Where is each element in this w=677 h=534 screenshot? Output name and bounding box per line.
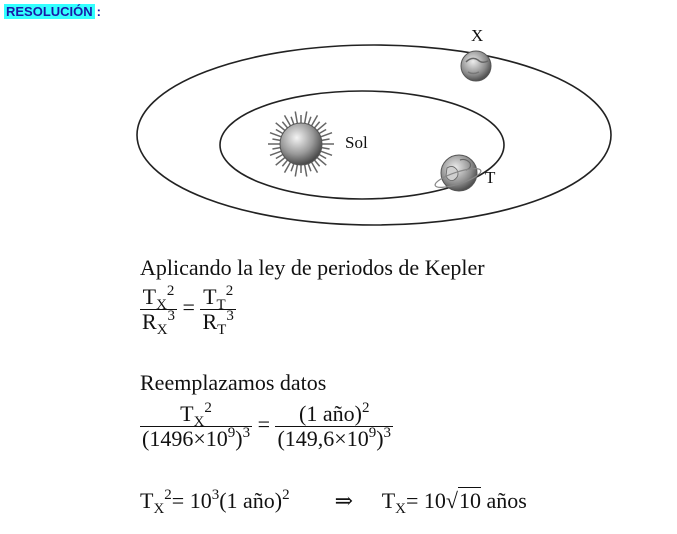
outer-orbit	[136, 44, 612, 226]
earth-icon	[434, 154, 482, 192]
fraction-left: TX2 (1496×109)3	[140, 400, 253, 452]
planet-x-label: X	[471, 26, 483, 45]
substituted-equation: TX2 (1496×109)3 = (1 año)2 (149,6×109)3	[140, 400, 394, 452]
fraction-right: (1 año)2 (149,6×109)3	[275, 400, 394, 452]
units-label: años	[486, 488, 527, 513]
equals-sign-2: =	[257, 411, 270, 437]
replace-data-line: Reemplazamos datos	[140, 370, 327, 395]
kepler-law-equation: TX2 RX3 = TT2 RT3	[140, 283, 236, 339]
sqrt-symbol: √	[445, 488, 458, 513]
kepler-intro-line: Aplicando la ley de periodos de Kepler	[140, 255, 485, 280]
resolution-header: RESOLUCIÓN:	[4, 4, 101, 19]
result-rhs: 103(1 año)2	[189, 487, 290, 514]
result-lhs: TX2	[140, 487, 172, 517]
final-period: TX= 10√10 años	[381, 487, 527, 517]
sun-icon	[268, 111, 334, 177]
implies-arrow: ⇒	[334, 488, 354, 513]
inner-orbit	[219, 90, 505, 200]
planet-x-icon	[460, 50, 492, 82]
earth-label: T	[485, 168, 496, 187]
result-line: TX2= 103(1 año)2 ⇒ TX= 10√10 años	[140, 487, 527, 517]
sun-label: Sol	[345, 133, 368, 152]
equals-sign: =	[182, 294, 195, 320]
resolution-label: RESOLUCIÓN	[4, 4, 95, 19]
fraction-x: TX2 RX3	[140, 283, 178, 339]
fraction-t: TT2 RT3	[200, 283, 236, 339]
header-colon: :	[96, 4, 102, 19]
